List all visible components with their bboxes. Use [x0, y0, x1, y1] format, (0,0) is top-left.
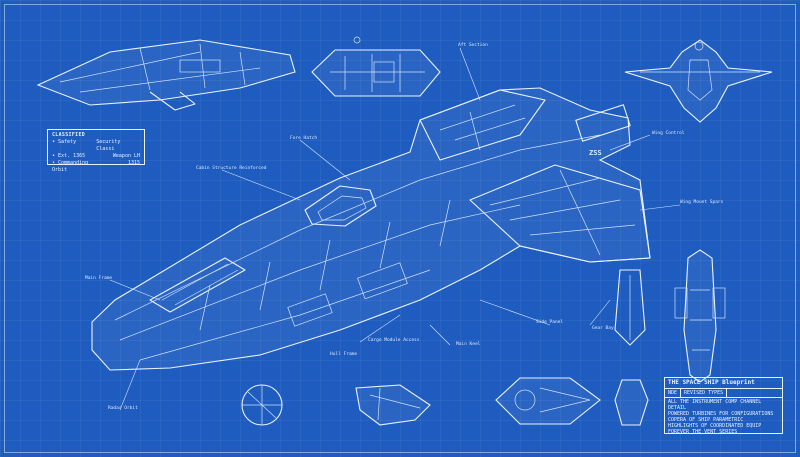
small-perspective-view — [355, 384, 431, 426]
callout-hatch: Fore Hatch — [290, 136, 318, 141]
radar-circle-view — [241, 384, 283, 426]
legend-row: • Commanding Orbit 1315 — [52, 160, 140, 174]
callout-wing: Wing Control — [652, 131, 685, 136]
main-isometric-ship — [91, 87, 651, 371]
title-block-code: NDE — [665, 389, 682, 397]
title-block-note: FOREVER THE VENT SERIES — [668, 429, 738, 435]
title-block: THE SPACE SHIP Blueprint NDE REVISED TYP… — [664, 377, 783, 436]
title-block-revision: REVISED TYPES — [681, 389, 728, 397]
callout-engine: Aft Section — [458, 43, 488, 48]
callout-panel: Cargo Module Access — [368, 338, 420, 343]
legend-title: CLASSIFIED — [52, 132, 86, 138]
legend-item: • Safety — [52, 139, 77, 145]
hull-marking: ZSS — [589, 149, 602, 157]
callout-keel: Main Keel — [456, 342, 481, 347]
title-block-note: ALL THE INSTRUMENT COMP CHANNEL DETAIL — [668, 399, 762, 411]
top-plan-view — [311, 36, 441, 97]
title-block-title: THE SPACE SHIP Blueprint — [665, 378, 782, 389]
legend-row: • Ext. 1365 Weapon LH — [52, 153, 140, 160]
radar-label: Radar Orbit — [108, 406, 138, 411]
legend-value: 1315 — [127, 160, 140, 166]
callout-wing-mount: Wing Mount Spars — [680, 200, 724, 205]
callout-hull: Hull Frame — [330, 352, 358, 357]
side-elevation-view — [674, 249, 726, 383]
side-profile-view — [36, 39, 296, 111]
legend-item: • Ext. 1365 — [52, 153, 86, 159]
legend-box: CLASSIFIED • Safety Security Classi • Ex… — [47, 129, 145, 173]
legend-row: • Safety Security Classi — [52, 139, 140, 153]
title-block-notes: ALL THE INSTRUMENT COMP CHANNEL DETAIL P… — [665, 398, 782, 436]
callout-cockpit: Cabin Structure Reinforced — [196, 166, 267, 171]
front-view — [624, 39, 773, 123]
title-block-sub: NDE REVISED TYPES — [665, 389, 782, 398]
legend-value: Security Classi — [96, 139, 121, 152]
legend-value: Weapon LH — [112, 153, 140, 159]
callout-lines — [109, 47, 681, 411]
legend-item: • Commanding Orbit — [52, 160, 89, 173]
bottom-plan-view — [495, 377, 649, 426]
title-block-note: POWERED TURBINES FOR CONFIGURATIONS — [668, 411, 774, 417]
callout-gear: Gear Bay — [592, 326, 614, 331]
title-block-note: HIGHLIGHTS OF COORDINATED EQUIP — [668, 423, 762, 429]
callout-side: Side Panel — [536, 320, 564, 325]
callout-nose: Main Frame — [85, 276, 113, 281]
title-block-note: COPERA OF SHIP PARAMETRIC — [668, 417, 744, 423]
